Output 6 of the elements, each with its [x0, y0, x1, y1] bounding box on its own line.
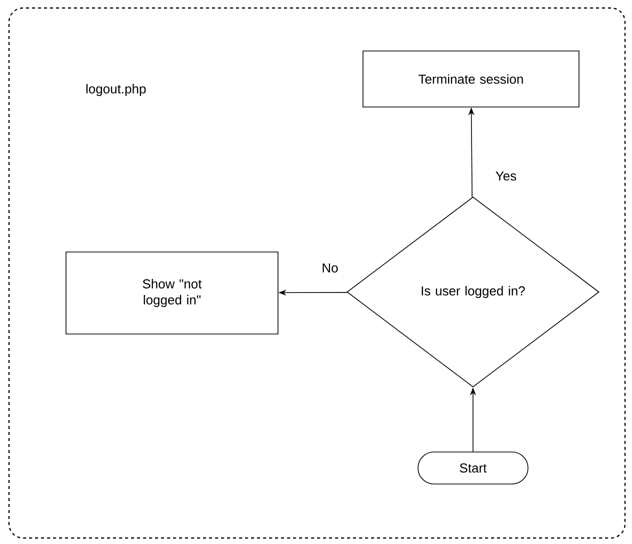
- process-box: Terminate session: [362, 50, 580, 108]
- edge-label: Yes: [494, 170, 518, 182]
- start-terminal: Start: [418, 452, 528, 484]
- file-name: logout.php: [86, 84, 146, 96]
- process-box: Show "not logged in": [66, 252, 278, 334]
- edge-label: No: [320, 262, 340, 274]
